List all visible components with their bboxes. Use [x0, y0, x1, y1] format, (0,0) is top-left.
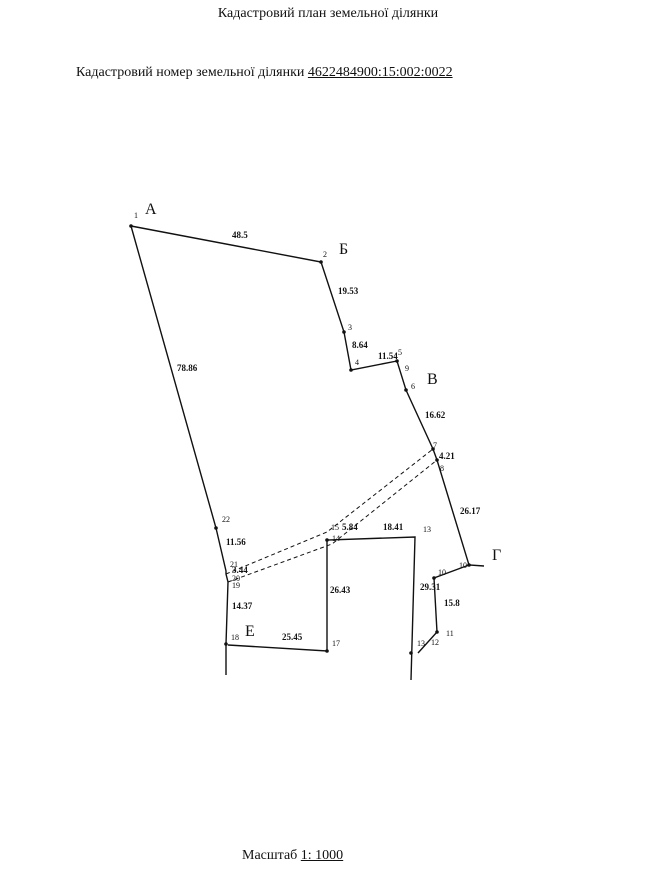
point-number: 8 — [440, 464, 444, 473]
corner-label-b: Б — [339, 241, 348, 258]
segment-length: 11.56 — [226, 537, 246, 547]
point-number: 5 — [398, 348, 402, 357]
point-number: 10 — [438, 568, 446, 577]
plot-boundary-line — [227, 536, 416, 681]
segment-length: 25.45 — [282, 632, 303, 642]
segment-length: 18.41 — [383, 522, 404, 532]
point-number: 12 — [431, 638, 439, 647]
segment-length: 78.86 — [177, 363, 198, 373]
boundary-point — [342, 330, 346, 334]
boundary-point — [349, 368, 353, 372]
point-number: 3 — [348, 323, 352, 332]
scale-prefix: Масштаб — [242, 848, 298, 863]
cadastral-number-prefix: Кадастровий номер земельної ділянки — [76, 65, 305, 80]
segment-length: 15.8 — [444, 598, 460, 608]
point-number: 13 — [417, 639, 425, 648]
segment-length: 3.44 — [232, 565, 248, 575]
point-number: 22 — [222, 515, 230, 524]
boundary-point — [432, 576, 436, 580]
boundary-point — [129, 224, 133, 228]
segment-length: 5.84 — [342, 522, 358, 532]
easement-boundary-line — [227, 459, 438, 583]
boundary-point — [214, 526, 218, 530]
segment-length: 48.5 — [232, 230, 248, 240]
point-number: 21 — [230, 560, 238, 569]
point-number: 15 — [331, 523, 339, 532]
corner-label-g: Г — [492, 547, 501, 564]
segment-length: 26.43 — [330, 585, 351, 595]
point-number: 6 — [411, 382, 415, 391]
boundary-point — [435, 630, 439, 634]
point-number: 11 — [446, 629, 454, 638]
segment-length: 16.62 — [425, 410, 446, 420]
boundary-point — [319, 260, 323, 264]
plot-boundary-line — [130, 225, 229, 675]
page-title: Кадастровий план земельної ділянки — [217, 6, 439, 21]
boundary-point — [409, 651, 413, 655]
boundary-point — [224, 642, 228, 646]
boundary-point — [467, 563, 471, 567]
point-number: 4 — [355, 358, 359, 367]
boundary-point — [395, 359, 399, 363]
segment-length: 4.21 — [439, 451, 455, 461]
cadastral-number: 4622484900:15:002:0022 — [307, 65, 453, 80]
boundary-point — [431, 447, 435, 451]
point-number: 18 — [231, 633, 239, 642]
corner-label-a: А — [145, 201, 157, 218]
cadastral-number-line: Кадастровий номер земельної ділянки 4622… — [76, 65, 453, 81]
segment-length: 11.54 — [378, 351, 398, 361]
easement-boundary-line — [225, 448, 434, 575]
point-number: 1 — [134, 211, 138, 220]
segment-length: 14.37 — [232, 601, 253, 611]
point-number: 7 — [433, 441, 437, 450]
point-number: 19 — [232, 581, 240, 590]
point-number: 14 — [332, 534, 340, 543]
corner-label-e: Е — [245, 623, 255, 640]
plot-boundary-line — [130, 225, 485, 567]
point-number: 2 — [323, 250, 327, 259]
segment-length: 19.53 — [338, 286, 359, 296]
boundary-point — [325, 649, 329, 653]
corner-label-v: В — [427, 371, 438, 388]
point-number: 17 — [332, 639, 340, 648]
plot-boundary-line — [417, 564, 470, 654]
scale-line: Масштаб 1: 1000 — [242, 848, 343, 864]
segment-length: 26.17 — [460, 506, 481, 516]
point-number: 20 — [232, 574, 240, 583]
boundary-point — [325, 538, 329, 542]
boundary-point — [404, 388, 408, 392]
segment-length: 29.31 — [420, 582, 441, 592]
point-number: 10 — [459, 561, 467, 570]
segment-length: 8.64 — [352, 340, 368, 350]
scale-value: 1: 1000 — [300, 848, 344, 863]
point-number: 13 — [423, 525, 431, 534]
boundary-point — [435, 458, 439, 462]
point-number: 9 — [405, 364, 409, 373]
